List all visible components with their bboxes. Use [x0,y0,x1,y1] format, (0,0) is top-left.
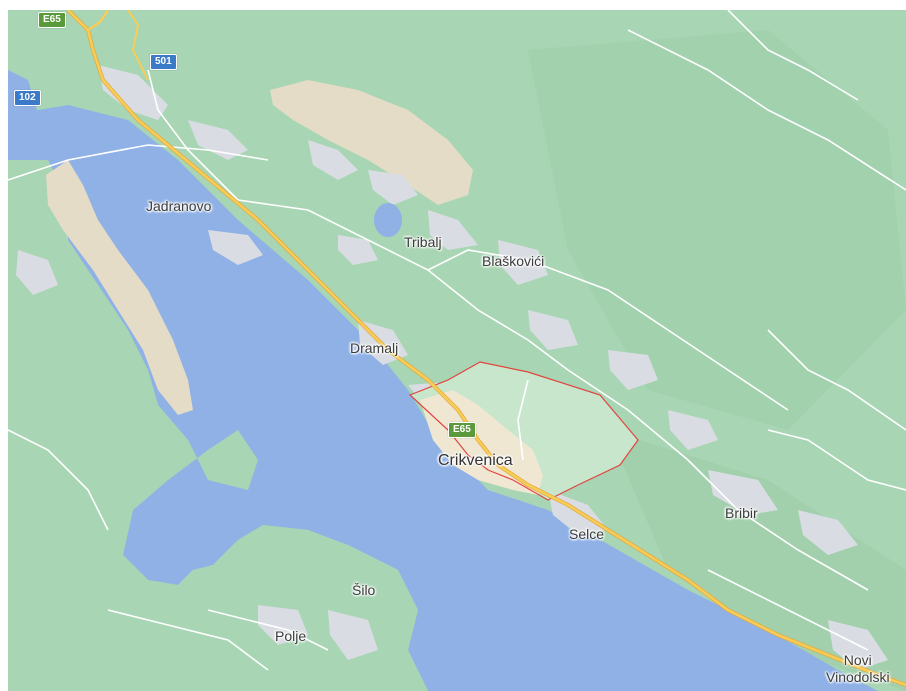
crikvenica-boundary [408,361,639,501]
crikvenica-fill [410,362,638,500]
road-shield-e65: E65 [38,12,66,28]
place-label-polje[interactable]: Polje [275,628,307,644]
e65-road-branch [87,10,110,32]
forest-patch [528,30,906,430]
map-canvas[interactable]: E65 501 102 E65 Jadranovo Tribalj Blaško… [8,10,906,691]
minor-roads [8,10,906,671]
road-shield-501: 501 [150,54,177,70]
place-label-silo[interactable]: Šilo [352,582,376,598]
place-label-blaskovici[interactable]: Blaškovići [482,253,545,269]
place-label-dramalj[interactable]: Dramalj [350,340,399,356]
place-label-novi-vinodolski[interactable]: Novi Vinodolski [826,652,890,686]
place-label-novi-line1: Novi [843,652,872,668]
scrub-area-island [46,160,193,415]
place-label-bribir[interactable]: Bribir [725,505,758,521]
place-label-novi-line2: Vinodolski [826,669,890,685]
island-land [8,160,428,691]
urban-areas [16,65,888,670]
place-label-selce[interactable]: Selce [569,526,605,542]
lake [374,203,402,237]
scrub-area-hill [270,80,473,205]
map-base-layer [8,10,906,691]
place-label-crikvenica[interactable]: Crikvenica [438,452,513,469]
road-shield-e65-crikvenica: E65 [448,422,476,438]
road-501 [127,10,149,81]
place-label-tribalj[interactable]: Tribalj [404,234,442,250]
place-label-jadranovo[interactable]: Jadranovo [146,198,212,214]
road-shield-102: 102 [14,90,41,106]
